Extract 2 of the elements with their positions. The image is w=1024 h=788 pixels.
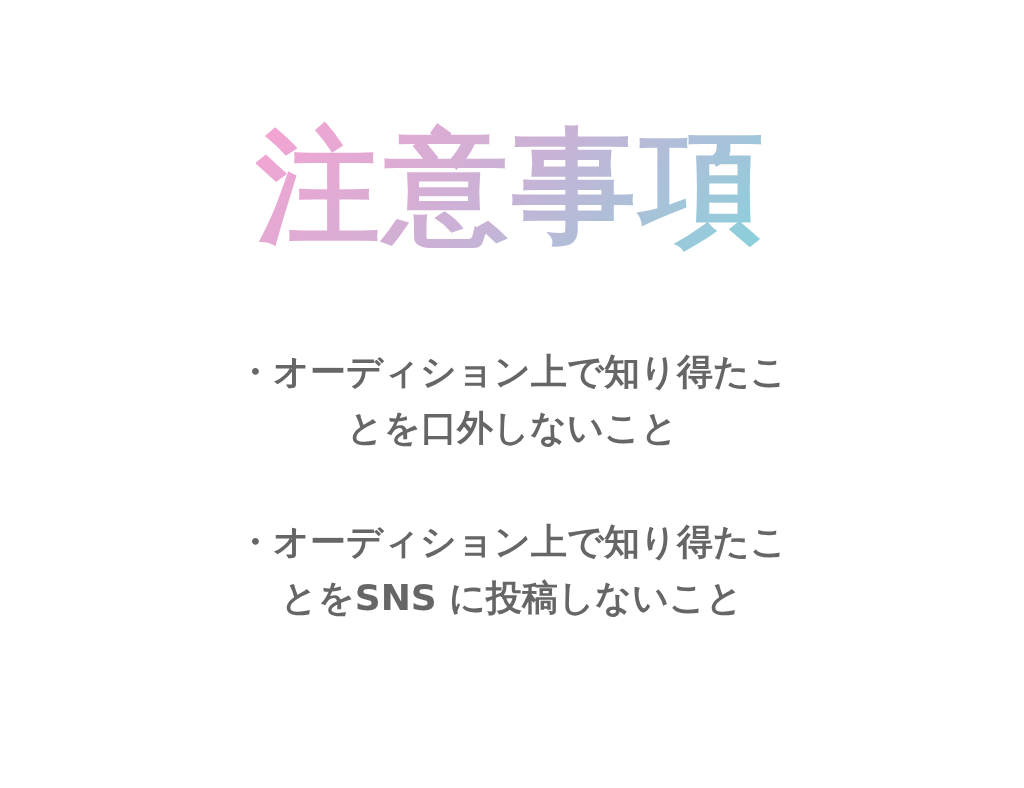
note-text: ・オーディション上で知り得たことを口外しないこと <box>236 350 788 451</box>
note-text: ・オーディション上で知り得たことをSNS に投稿しないこと <box>236 520 788 621</box>
